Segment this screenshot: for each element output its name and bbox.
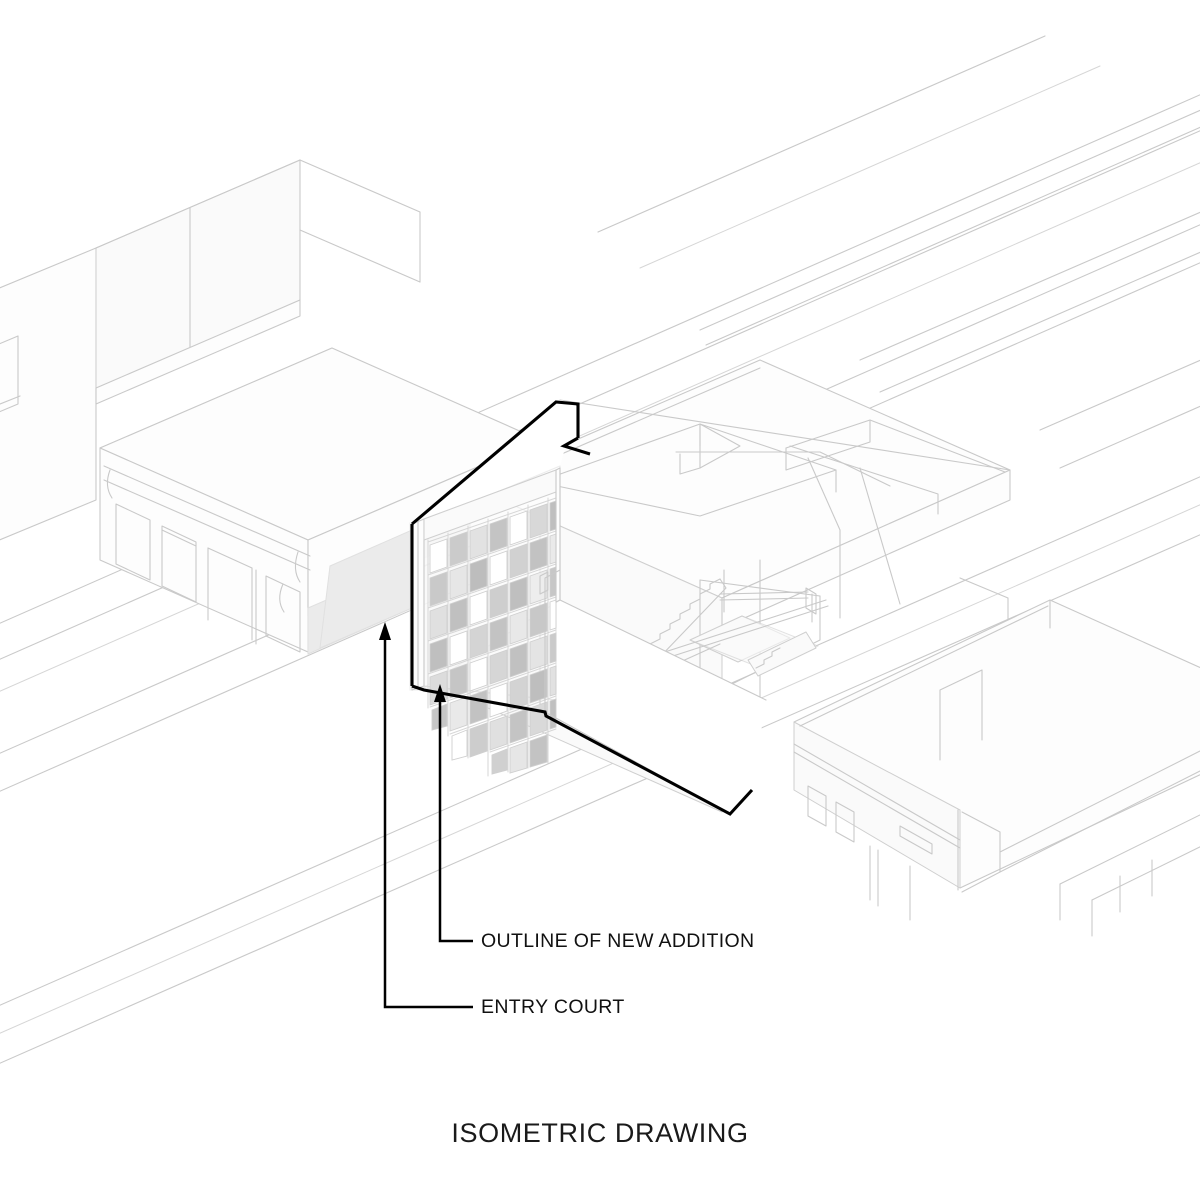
- figure-title: ISOMETRIC DRAWING: [451, 1118, 749, 1148]
- annotation-label-entry-court: ENTRY COURT: [481, 996, 625, 1018]
- arrow-head-entry-court: [379, 622, 391, 640]
- arrow-head-new-addition: [434, 684, 446, 702]
- existing-building-right: [793, 599, 1200, 937]
- entry-stair-and-ramp: [619, 569, 829, 683]
- background-context-roofs: [597, 35, 1200, 469]
- new-addition-volume: [411, 400, 767, 815]
- new-addition-bold-outline: [410, 400, 754, 816]
- existing-building-left: [0, 159, 541, 653]
- annotation-label-outline-of-new-addition: OUTLINE OF NEW ADDITION: [481, 930, 755, 952]
- leader-entry-court: [379, 622, 473, 1009]
- annotation-leaders: [379, 622, 473, 1009]
- facade-grid-panels: [429, 500, 557, 775]
- facade-mullions: [427, 497, 557, 777]
- leader-outline-new-addition: [434, 684, 473, 943]
